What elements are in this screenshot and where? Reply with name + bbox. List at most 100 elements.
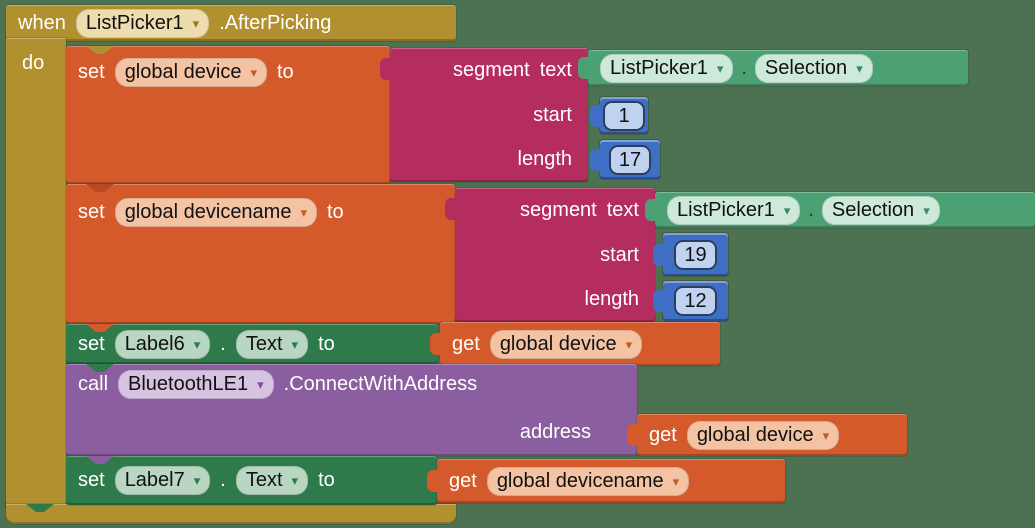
get-keyword: get <box>649 423 677 446</box>
to-keyword: to <box>327 200 344 223</box>
segment-arg-start: start <box>533 103 572 126</box>
segment-arg-length: length <box>584 288 640 311</box>
dropdown-arrow-icon: ▾ <box>625 336 633 352</box>
setter-property-dropdown[interactable]: Text ▾ <box>235 466 309 495</box>
setter-property-name: Text <box>245 469 283 491</box>
segment-keyword: segment <box>520 198 597 221</box>
event-name: .AfterPicking <box>219 11 332 34</box>
when-event-block-footer[interactable] <box>6 504 456 524</box>
getter-component-dropdown[interactable]: ListPicker1 ▾ <box>600 53 734 83</box>
set-global-device-block[interactable]: set global device ▾ to <box>66 46 390 184</box>
segment-arg-text: text <box>539 58 572 81</box>
dropdown-arrow-icon: ▾ <box>856 60 863 76</box>
component-getter-selection-block[interactable]: ListPicker1 ▾ . Selection ▾ <box>645 192 1035 228</box>
setter-property-dropdown[interactable]: Text ▾ <box>235 329 309 359</box>
set-keyword: set <box>78 200 105 223</box>
to-keyword: to <box>318 469 335 491</box>
call-keyword: call <box>78 373 109 395</box>
stack-connector-notch <box>86 184 114 192</box>
to-keyword: to <box>276 60 294 83</box>
variable-name: global devicename <box>124 200 292 223</box>
variable-dropdown[interactable]: global device ▾ <box>114 57 267 87</box>
stack-connector-notch <box>26 504 54 512</box>
call-arg-address-label: address <box>519 421 591 443</box>
number-block-length[interactable]: 12 <box>653 281 728 321</box>
getter-component-name: ListPicker1 <box>610 56 708 79</box>
stack-connector-notch <box>86 364 114 372</box>
number-value-field[interactable]: 1 <box>603 100 645 131</box>
component-getter-selection-block[interactable]: ListPicker1 ▾ . Selection ▾ <box>578 50 968 86</box>
variable-name: global device <box>499 332 617 355</box>
set-label7-text-block[interactable]: set Label7 ▾ . Text ▾ to <box>66 456 437 505</box>
variable-dropdown[interactable]: global devicename ▾ <box>114 197 317 227</box>
variable-dropdown[interactable]: global device ▾ <box>686 420 840 450</box>
setter-component-name: Label6 <box>124 332 185 355</box>
segment-arg-text: text <box>606 198 639 221</box>
call-component-dropdown[interactable]: BluetoothLE1 ▾ <box>118 370 274 399</box>
get-global-device-block[interactable]: get global device ▾ <box>430 322 720 366</box>
dropdown-arrow-icon: ▾ <box>923 202 930 218</box>
segment-arg-length: length <box>517 148 573 171</box>
dropdown-arrow-icon: ▾ <box>291 473 299 488</box>
segment-text-block[interactable]: segment text start length <box>445 188 655 322</box>
segment-keyword: segment <box>453 58 530 81</box>
dropdown-arrow-icon: ▾ <box>291 336 299 352</box>
event-component-dropdown[interactable]: ListPicker1 ▾ <box>75 8 210 38</box>
getter-property-dropdown[interactable]: Selection ▾ <box>821 195 940 225</box>
getter-property-dropdown[interactable]: Selection ▾ <box>754 53 873 83</box>
dropdown-arrow-icon: ▾ <box>193 336 201 352</box>
dropdown-arrow-icon: ▾ <box>300 204 307 220</box>
setter-component-dropdown[interactable]: Label6 ▾ <box>114 329 211 359</box>
dropdown-arrow-icon: ▾ <box>822 427 830 443</box>
event-component-name: ListPicker1 <box>85 11 184 34</box>
setter-component-dropdown[interactable]: Label7 ▾ <box>114 466 211 495</box>
variable-name: global devicename <box>496 469 664 492</box>
dot-separator: . <box>741 56 747 79</box>
get-global-devicename-block[interactable]: get global devicename ▾ <box>427 459 785 503</box>
when-event-block-spine[interactable]: do <box>6 38 66 506</box>
getter-component-name: ListPicker1 <box>677 198 775 221</box>
dot-separator: . <box>220 469 226 491</box>
when-keyword: when <box>18 11 66 34</box>
get-global-device-block[interactable]: get global device ▾ <box>627 414 907 456</box>
when-event-block-header[interactable]: when ListPicker1 ▾ .AfterPicking <box>6 5 456 41</box>
set-label6-text-block[interactable]: set Label6 ▾ . Text ▾ to <box>66 324 437 364</box>
dropdown-arrow-icon: ▾ <box>783 202 791 218</box>
number-value-field[interactable]: 17 <box>608 144 652 175</box>
dot-separator: . <box>220 332 226 355</box>
set-keyword: set <box>78 332 105 355</box>
dropdown-arrow-icon: ▾ <box>250 64 257 80</box>
do-label: do <box>22 52 45 74</box>
stack-connector-notch <box>86 324 114 332</box>
number-block-length[interactable]: 17 <box>590 140 660 179</box>
call-method-name: .ConnectWithAddress <box>283 373 478 395</box>
segment-text-block[interactable]: segment text start length <box>380 48 588 182</box>
variable-name: global device <box>696 423 814 446</box>
dropdown-arrow-icon: ▾ <box>672 473 680 489</box>
number-value-field[interactable]: 12 <box>674 286 717 316</box>
getter-property-name: Selection <box>764 56 848 79</box>
variable-dropdown[interactable]: global devicename ▾ <box>486 466 690 496</box>
call-component-name: BluetoothLE1 <box>128 373 249 395</box>
setter-component-name: Label7 <box>124 469 185 491</box>
call-bluetooth-connect-block[interactable]: call BluetoothLE1 ▾ .ConnectWithAddress … <box>66 364 637 456</box>
segment-arg-start: start <box>600 243 639 266</box>
number-block-start[interactable]: 19 <box>653 233 728 276</box>
set-global-devicename-block[interactable]: set global devicename ▾ to <box>66 184 455 324</box>
dropdown-arrow-icon: ▾ <box>193 473 201 488</box>
to-keyword: to <box>318 332 335 355</box>
setter-property-name: Text <box>245 332 283 355</box>
getter-component-dropdown[interactable]: ListPicker1 ▾ <box>667 195 801 225</box>
number-value-field[interactable]: 19 <box>674 239 717 270</box>
variable-name: global device <box>124 60 242 83</box>
set-keyword: set <box>78 469 105 491</box>
variable-dropdown[interactable]: global device ▾ <box>489 329 643 359</box>
set-keyword: set <box>78 60 105 83</box>
dropdown-arrow-icon: ▾ <box>192 15 200 31</box>
number-block-start[interactable]: 1 <box>590 97 648 134</box>
stack-connector-notch <box>86 456 114 464</box>
getter-property-name: Selection <box>831 198 915 221</box>
dropdown-arrow-icon: ▾ <box>716 60 724 76</box>
stack-connector-notch <box>86 46 114 54</box>
dot-separator: . <box>808 198 814 221</box>
